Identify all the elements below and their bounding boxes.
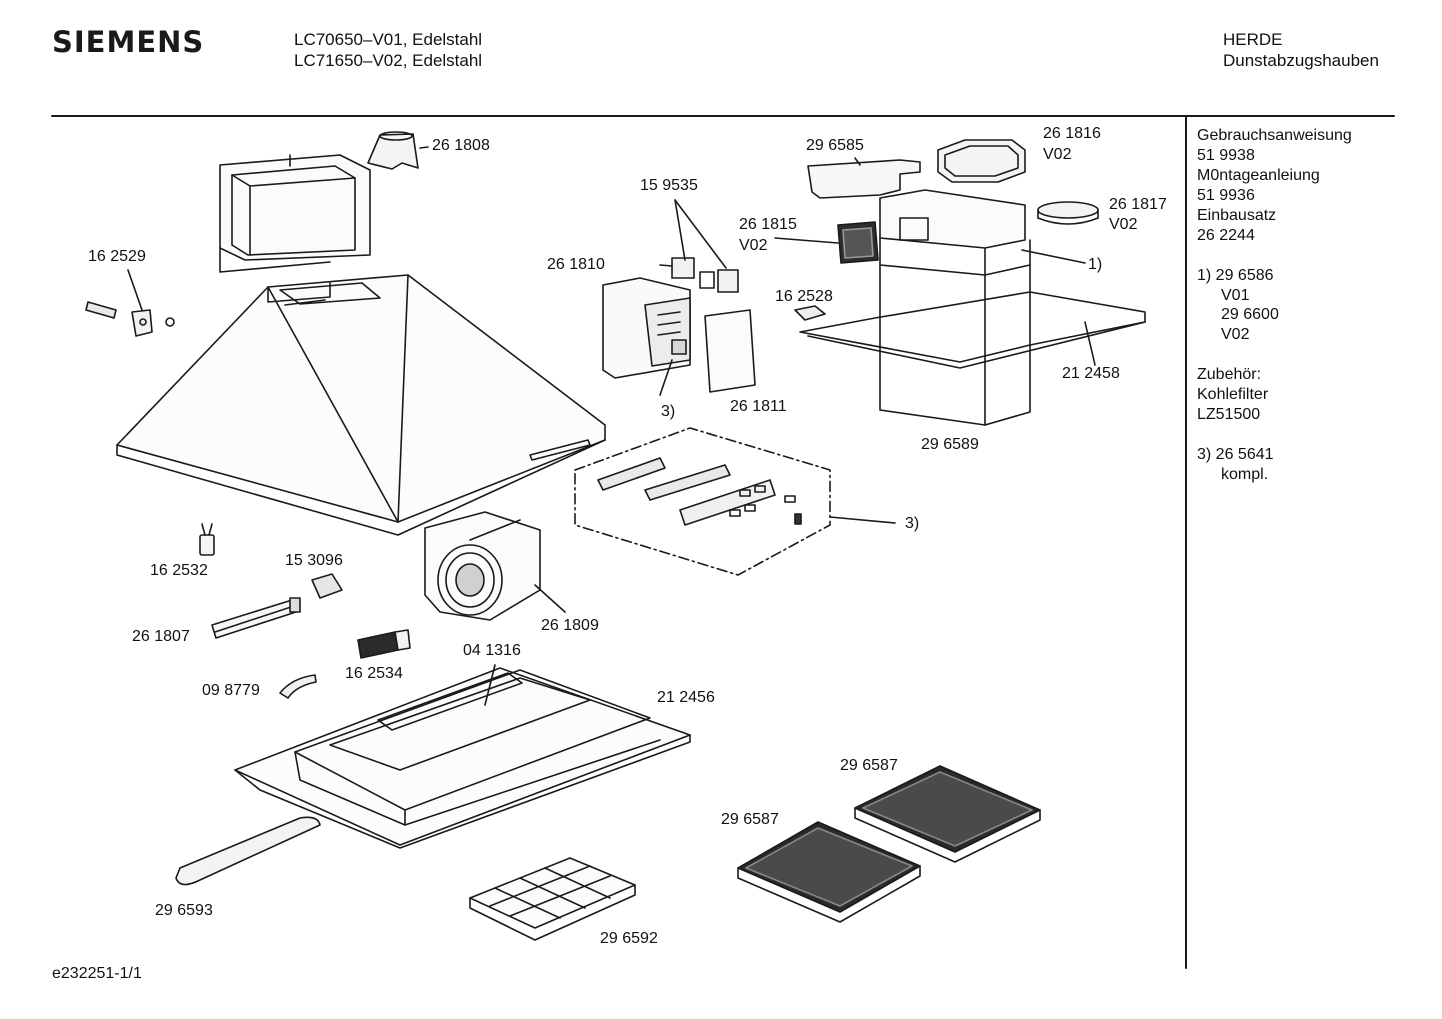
- part-label: 15 9535: [640, 177, 698, 194]
- leader-261815: [774, 237, 839, 244]
- part-label: 29 6593: [155, 902, 213, 919]
- part-label: 26 1817: [1109, 196, 1167, 213]
- accessory-name: Kohlefilter: [1197, 386, 1269, 403]
- kit-number: 26 2244: [1197, 227, 1255, 244]
- part-label: V02: [1043, 146, 1072, 163]
- subcategory-title: Dunstabzugshauben: [1223, 51, 1379, 70]
- hood-body: [116, 274, 606, 536]
- doc-manual-label: Gebrauchsanweisung: [1197, 127, 1352, 144]
- part-label: 26 1815: [739, 216, 797, 233]
- cable-part: [279, 674, 317, 699]
- blower-fan-part: [424, 511, 541, 621]
- small-filter-part: [837, 221, 879, 264]
- doc-install-number: 51 9936: [1197, 187, 1255, 204]
- part-label: 1): [1088, 256, 1103, 273]
- screw-bracket-part: [85, 301, 175, 337]
- leader-3-panel: [829, 516, 896, 524]
- part-label: 3): [905, 515, 920, 532]
- doc-manual-number: 51 9938: [1197, 147, 1255, 164]
- kit-label: Einbausatz: [1197, 207, 1277, 224]
- vent-cap-part: [367, 131, 419, 170]
- note1-line: V01: [1221, 287, 1250, 304]
- part-label: V02: [1109, 216, 1138, 233]
- part-label: 29 6587: [721, 811, 779, 828]
- capacitor-part: [199, 523, 215, 556]
- panel-dashed-outline: [574, 427, 831, 576]
- carbon-filter-1: [737, 821, 921, 923]
- ring-part: [1037, 201, 1099, 225]
- chimney-duct-part: [879, 189, 1031, 426]
- note1-line: 29 6600: [1221, 306, 1279, 323]
- part-label: 26 1810: [547, 256, 605, 273]
- wall-mount-box: [219, 154, 371, 273]
- clip-part: [794, 305, 826, 321]
- part-label: 3): [661, 403, 676, 420]
- relay-part: [659, 257, 739, 293]
- part-label: V02: [739, 237, 768, 254]
- chimney-bracket-part: [807, 159, 921, 199]
- part-label: 21 2458: [1062, 365, 1120, 382]
- leader-162529: [127, 269, 143, 311]
- note3-line: kompl.: [1221, 466, 1269, 483]
- part-label: 21 2456: [657, 689, 715, 706]
- part-label: 16 2532: [150, 562, 208, 579]
- control-panel-parts: [597, 457, 802, 526]
- cover-plate-part: [704, 309, 756, 393]
- leader-296585: [854, 157, 861, 166]
- leader-3-board: [659, 359, 673, 396]
- part-label: 26 1816: [1043, 125, 1101, 142]
- part-label: 29 6587: [840, 757, 898, 774]
- part-label: 04 1316: [463, 642, 521, 659]
- category-title: HERDE: [1223, 30, 1283, 49]
- part-label: 26 1807: [132, 628, 190, 645]
- lamp-tube-part: [211, 597, 301, 639]
- fan-cover-part: [937, 139, 1026, 183]
- part-label: 16 2528: [775, 288, 833, 305]
- note3-line: 3) 26 5641: [1197, 446, 1274, 463]
- note1-line: V02: [1221, 326, 1250, 343]
- model-line-1: LC70650–V01, Edelstahl: [294, 30, 483, 49]
- accessory-number: LZ51500: [1197, 406, 1261, 423]
- leader-159535-a: [674, 199, 686, 261]
- part-label: 26 1811: [730, 398, 787, 415]
- grease-filter-part: [469, 857, 636, 941]
- part-label: 29 6585: [806, 137, 864, 154]
- leader-041316: [484, 664, 496, 706]
- accessory-heading: Zubehör:: [1197, 366, 1262, 383]
- control-box-part: [602, 277, 691, 379]
- leader-261809: [534, 584, 566, 613]
- document-reference: e232251-1/1: [52, 965, 142, 982]
- part-label: 16 2534: [345, 665, 403, 682]
- tray-part: [799, 291, 1146, 369]
- leader-1: [1021, 249, 1086, 264]
- part-label: 16 2529: [88, 248, 146, 265]
- part-label: 29 6592: [600, 930, 658, 947]
- part-label: 15 3096: [285, 552, 343, 569]
- leader-159535-b: [674, 199, 727, 269]
- starter-part: [311, 573, 343, 599]
- leader-212458: [1084, 321, 1096, 366]
- note1-line: 1) 29 6586: [1197, 267, 1274, 284]
- leader-261808: [419, 146, 429, 149]
- part-label: 26 1808: [432, 137, 490, 154]
- model-line-2: LC71650–V02, Edelstahl: [294, 51, 483, 70]
- doc-install-label: M0ntageanleiung: [1197, 167, 1320, 184]
- handle-part: [175, 816, 321, 886]
- carbon-filter-2: [854, 765, 1041, 863]
- part-label: 09 8779: [202, 682, 260, 699]
- part-label: 29 6589: [921, 436, 979, 453]
- bottom-plate-part: [234, 667, 691, 849]
- brand-logo: SIEMENS: [52, 25, 205, 59]
- part-label: 26 1809: [541, 617, 599, 634]
- switch-part: [357, 629, 411, 659]
